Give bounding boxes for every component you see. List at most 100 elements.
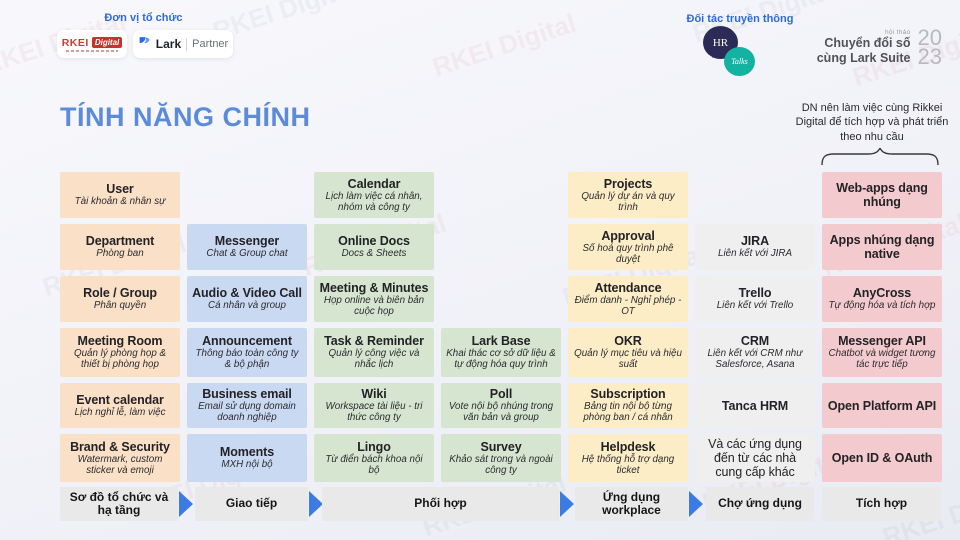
category-bar: Sơ đồ tổ chức và hạ tầng <box>60 487 178 521</box>
page-title: TÍNH NĂNG CHÍNH <box>60 102 311 132</box>
feature-card-title: Survey <box>480 439 522 454</box>
feature-card-title: Business email <box>202 387 292 402</box>
feature-card-title: Projects <box>603 176 653 191</box>
feature-card-title: CRM <box>740 334 770 349</box>
event-title-text: hội thảo Chuyển đổi số cùng Lark Suite <box>817 29 911 66</box>
feature-card-subtitle: Cá nhân và group <box>208 300 286 312</box>
feature-card-subtitle: Watermark, custom sticker và emoji <box>77 453 163 476</box>
event-year-bottom: 23 <box>917 44 942 70</box>
feature-card-title: Event calendar <box>76 392 164 407</box>
talks-bubble: Talks <box>724 47 755 76</box>
feature-card-subtitle: Quản lý phòng họp & thiết bị phòng họp <box>73 348 167 370</box>
feature-card-title: Apps nhúng dạng native <box>829 233 935 261</box>
feature-card-subtitle: Số hoá quy trình phê duyệt <box>582 242 674 265</box>
feature-card-subtitle: MXH nội bộ <box>221 459 273 471</box>
hr-bubble: HR <box>703 26 738 59</box>
lark-logo-text: Lark <box>155 37 182 51</box>
feature-card-subtitle: Quản lý mục tiêu và hiệu suất <box>574 348 682 370</box>
feature-card-title: Attendance <box>594 280 662 295</box>
background-watermark: RKEI Digital <box>428 7 580 83</box>
feature-card-subtitle: Lịch nghỉ lễ, làm việc <box>74 406 166 418</box>
feature-card-title: User <box>106 182 134 197</box>
feature-card-subtitle: Khai thác cơ sở dữ liệu & tự động hóa qu… <box>446 348 556 370</box>
feature-card-title: Open Platform API <box>827 398 937 413</box>
feature-card-subtitle: Lịch làm việc cá nhân, nhóm và công ty <box>325 190 423 213</box>
event-year: 20 23 <box>917 25 942 70</box>
feature-card: Web-apps dạng nhúng <box>822 172 942 218</box>
feature-card-subtitle: Từ điển bách khoa nội bộ <box>325 453 423 476</box>
feature-card-title: Audio & Video Call <box>192 286 302 301</box>
event-title-line1: Chuyển đổi số <box>824 36 911 51</box>
feature-card-title: Trello <box>738 286 772 301</box>
feature-card: Và các ứng dụng đến từ các nhà cung cấp … <box>695 434 815 482</box>
feature-card-title: Meeting & Minutes <box>319 280 429 295</box>
feature-card-title: Tanca HRM <box>721 398 789 413</box>
feature-card-subtitle: Tài khoản & nhân sự <box>74 196 166 208</box>
feature-card-subtitle: Liên kết với CRM như Salesforce, Asana <box>707 348 803 370</box>
feature-card-subtitle: Hệ thống hỗ trợ dạng ticket <box>581 453 675 476</box>
flow-arrow-icon <box>309 491 323 517</box>
category-bar: Ứng dụng workplace <box>575 487 688 521</box>
hr-talks-logo: HR Talks <box>703 26 759 82</box>
category-bar: Giao tiếp <box>195 487 308 521</box>
feature-card-title: Messenger API <box>838 334 926 349</box>
event-kicker: hội thảo <box>884 29 911 37</box>
feature-card-subtitle: Phòng ban <box>96 248 144 260</box>
feature-card-subtitle: Quản lý dự án và quy trình <box>581 190 675 213</box>
feature-card-subtitle: Phân quyền <box>93 300 147 312</box>
feature-card: Apps nhúng dạng native <box>822 224 942 270</box>
feature-card-title: Lark Base <box>471 334 531 349</box>
rikkei-tagline-decoration <box>66 49 118 52</box>
feature-card-subtitle: Vote nội bộ nhúng trong văn bản và group <box>448 401 554 423</box>
rikkei-digital-logo: RKEI Digital <box>57 30 127 58</box>
feature-card-title: Meeting Room <box>77 334 163 349</box>
feature-card-title: Calendar <box>347 176 401 191</box>
feature-card-subtitle: Docs & Sheets <box>341 248 407 260</box>
feature-card-subtitle: Bảng tin nội bộ từng phòng ban / cá nhân <box>583 401 673 423</box>
feature-card: Open Platform API <box>822 383 942 428</box>
feature-card-subtitle: Tự động hóa và tích hợp <box>828 300 936 312</box>
feature-card: Open ID & OAuth <box>822 434 942 482</box>
category-bar: Phối hợp <box>322 487 559 521</box>
feature-card-title: Open ID & OAuth <box>831 451 933 465</box>
feature-card-subtitle: Email sử dụng domain doanh nghiệp <box>198 401 296 423</box>
event-year-top: 20 <box>917 25 942 50</box>
feature-card-title: Subscription <box>590 387 666 402</box>
flow-arrow-icon <box>689 491 703 517</box>
lark-icon <box>138 35 151 53</box>
event-title-line2: cùng Lark Suite <box>816 50 911 65</box>
feature-card-title: Messenger <box>214 234 280 249</box>
feature-card-title: Web-apps dạng nhúng <box>836 181 928 209</box>
flow-arrow-icon <box>179 491 193 517</box>
feature-card-title: Department <box>85 234 155 249</box>
feature-card-title: OKR <box>614 334 642 349</box>
feature-card-title: Helpdesk <box>600 439 656 454</box>
organizer-label: Đơn vị tổ chức <box>104 12 183 24</box>
media-partner-label: Đối tác truyền thông <box>686 13 794 25</box>
feature-card-subtitle: Chatbot và widget tương tác trực tiếp <box>828 348 936 370</box>
feature-card-subtitle: Chat & Group chat <box>206 248 288 260</box>
